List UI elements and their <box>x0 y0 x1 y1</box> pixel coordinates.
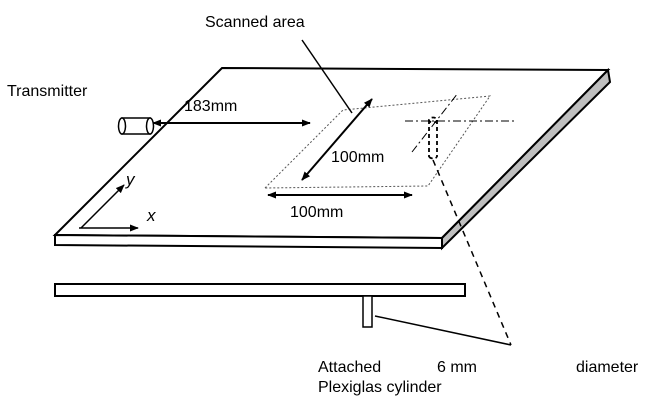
caption-plexiglas-cylinder: Plexiglas cylinder <box>318 379 442 396</box>
caption-diameter: diameter <box>576 359 639 376</box>
bottom-plate <box>54 283 466 297</box>
arrow-100mm-diagonal <box>301 98 373 181</box>
top-plate-front-edge <box>54 233 443 250</box>
top-plate-side-edge <box>441 67 612 251</box>
label-scanned-area: Scanned area <box>205 14 305 31</box>
label-transmitter: Transmitter <box>7 83 88 100</box>
caption-6mm: 6 mm <box>437 359 477 376</box>
leader-line-solid <box>374 315 512 346</box>
label-183mm: 183mm <box>184 98 237 115</box>
label-axis-y: y <box>125 170 136 189</box>
transmitter-icon <box>117 117 155 135</box>
attached-cylinder <box>362 295 373 328</box>
label-100mm-diagonal: 100mm <box>331 149 384 166</box>
leader-line-dashed <box>432 159 512 346</box>
label-100mm-horizontal: 100mm <box>290 204 343 221</box>
axis-y-arrow <box>80 184 125 229</box>
caption-attached: Attached <box>318 359 381 376</box>
axis-indicator <box>79 184 139 232</box>
hidden-cylinder-outline <box>428 116 438 160</box>
label-axis-x: x <box>146 206 156 225</box>
